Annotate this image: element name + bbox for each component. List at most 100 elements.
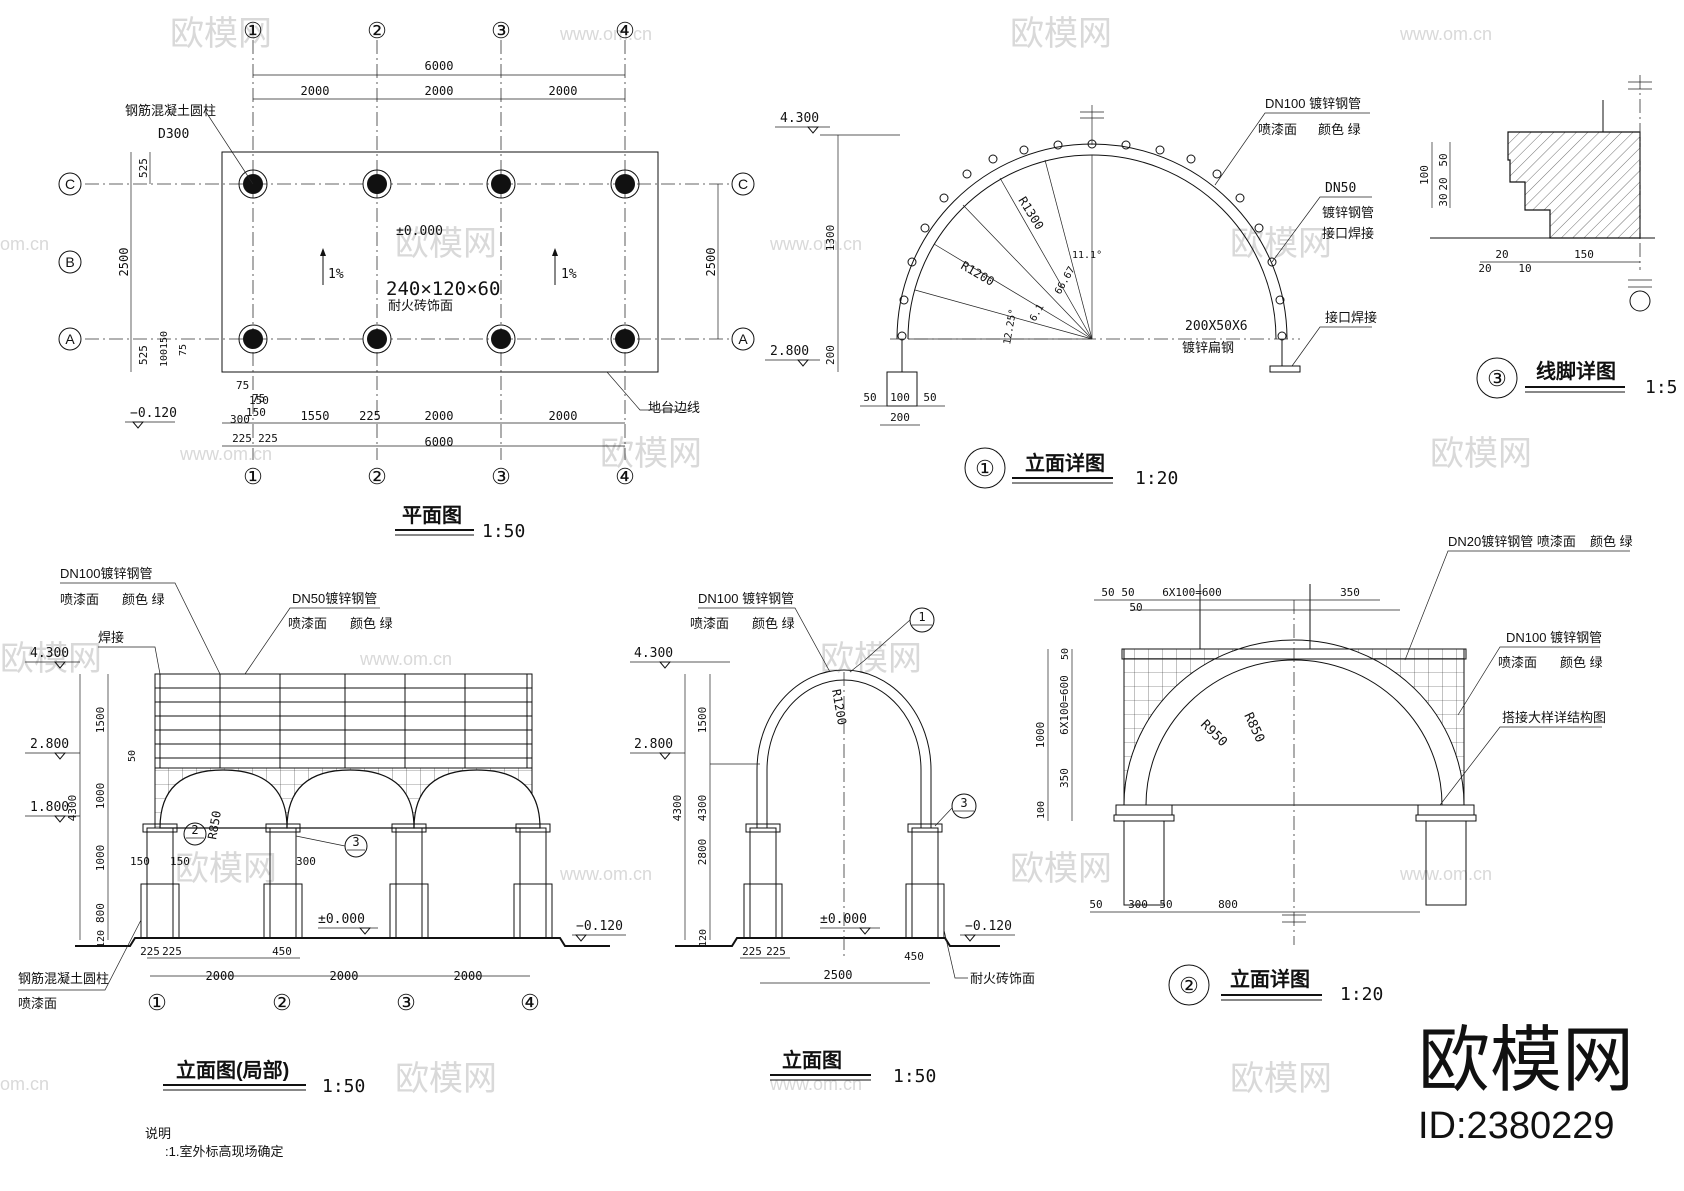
dim-text: 2500 [704,248,718,277]
dim-text: 2000 [425,409,454,423]
axis-label: ① [243,464,263,489]
axis-label: ③ [491,18,511,43]
pergola-slats [155,674,532,768]
level-text: 4.300 [30,646,69,661]
pipe-label: DN50镀锌钢管 [292,591,377,606]
dim-text: 120 [96,930,107,948]
dim-text: 75 [236,379,249,392]
detail-title: 线脚详图 [1536,359,1616,383]
brick-label: 耐火砖饰面 [970,971,1035,986]
dim-text: 2500 [824,968,853,982]
detail-1: 1300 200 4.300 2.800 50 100 50 200 R1300… [765,96,1377,489]
dim-text: 225 [359,409,381,423]
callout-number: 1 [918,610,925,624]
watermark-site: www.om.cn [1399,24,1492,44]
detail-3: 100 50 20 30 20 150 20 10 ③ 线脚详图 1:5 [1418,75,1678,399]
edge-label: 地台边线 [648,400,700,415]
dim-text: 450 [272,945,292,958]
flat-steel-label: 镀锌扁钢 [1182,340,1234,355]
plan-view: ① ② ③ ④ ① ② ③ ④ C B A C A 6000 2000 2000… [58,18,755,542]
elevation-partial-title: 立面图(局部) [176,1058,289,1082]
watermark-brand: 欧模网 [1230,1060,1332,1098]
dim-text: 800 [94,903,107,923]
dim-text: 225 [258,432,278,445]
brand-id: ID:2380229 [1418,1105,1615,1147]
axis-label: ④ [520,990,540,1015]
dim-text: 2000 [549,84,578,98]
detail-scale: 1:20 [1135,468,1178,489]
dim-text: 10 [1518,262,1531,275]
dim-text: 225 [140,945,160,958]
dim-text: 2000 [206,969,235,983]
detail-bubble [1476,357,1518,399]
axis-label: A [738,331,748,347]
axis-label: ① [243,18,263,43]
dim-text: 150 [130,855,150,868]
dim-text: 450 [904,950,924,963]
dim-text: 30 [1437,193,1450,206]
dim-text: 4300 [671,795,684,822]
axis-label: ② [367,18,387,43]
dim-text: 100 [1418,165,1431,185]
dim-text: 50 [1159,898,1172,911]
detail-2: 50 50 50 6X100=600 350 1000 6X100=600 50… [1034,534,1633,1006]
dim-text: 75 [252,392,265,405]
watermark-brand: 欧模网 [175,850,277,888]
plan-columns [238,169,640,354]
color-label: 颜色 绿 [350,616,393,631]
watermark-brand: 欧模网 [600,435,702,473]
moulding-section [1507,131,1641,239]
ground-line [75,937,610,947]
flat-steel: 200X50X6 [1185,319,1248,334]
column-paint: 喷漆面 [18,996,57,1011]
dim-text: 2000 [425,84,454,98]
color-label: 颜色 绿 [1560,655,1603,670]
pipe-label: DN20镀锌钢管 喷漆面 [1448,534,1576,549]
dim-text: 6000 [425,59,454,73]
paint-label: 喷漆面 [288,616,327,631]
watermark-site: www.om.cn [179,444,272,464]
brick-label: 耐火砖饰面 [388,298,453,313]
dim-text: 300 [296,855,316,868]
pipe-label: DN100 镀锌钢管 [1506,630,1602,645]
dim-text: 100 [1036,801,1047,819]
brick-size: 240×120×60 [386,278,500,300]
dim-text: 1550 [301,409,330,423]
dim-text: 225 [742,945,762,958]
dim-text: 2000 [330,969,359,983]
axis-label: ③ [396,990,416,1015]
dim-text: 50 [1129,601,1142,614]
level-text: −0.120 [576,919,623,934]
column-label: 钢筋混凝土圆柱 [18,971,109,986]
radius-text: R1200 [829,688,849,726]
dim-text: 525 [137,158,150,178]
dim-text: 150 [249,394,269,407]
watermark-brand: 欧模网 [1230,225,1332,263]
dim-text: 1000 [94,845,107,872]
dim-text: 50 [127,750,138,762]
angle-text: 12.25° [1002,308,1019,345]
arch-outer [756,669,932,828]
level-text: −0.120 [965,919,1012,934]
detail-number: ① [975,456,995,481]
detail-number: ② [1179,973,1199,998]
paint-label: 喷漆面 [1258,122,1297,137]
watermark-site: www.om.cn [559,24,652,44]
level-text: 4.300 [634,646,673,661]
dim-text: 50 [1121,586,1134,599]
level-text: −0.120 [130,406,177,421]
radius-text: R1200 [959,258,997,288]
slope-text: 1% [561,267,577,282]
level-text: 4.300 [780,111,819,126]
axis-label: C [65,176,75,192]
axis-label: C [738,176,748,192]
brand-block: 欧模网 ID:2380229 [1418,1021,1634,1147]
dim-text: 350 [1340,586,1360,599]
dim-text: 2500 [117,248,131,277]
dim-text: 6000 [425,435,454,449]
dim-text: 2000 [301,84,330,98]
detail-scale: 1:5 [1645,377,1678,398]
pipe-label: DN100 镀锌钢管 [1265,96,1361,111]
callout-number: 2 [191,823,198,837]
